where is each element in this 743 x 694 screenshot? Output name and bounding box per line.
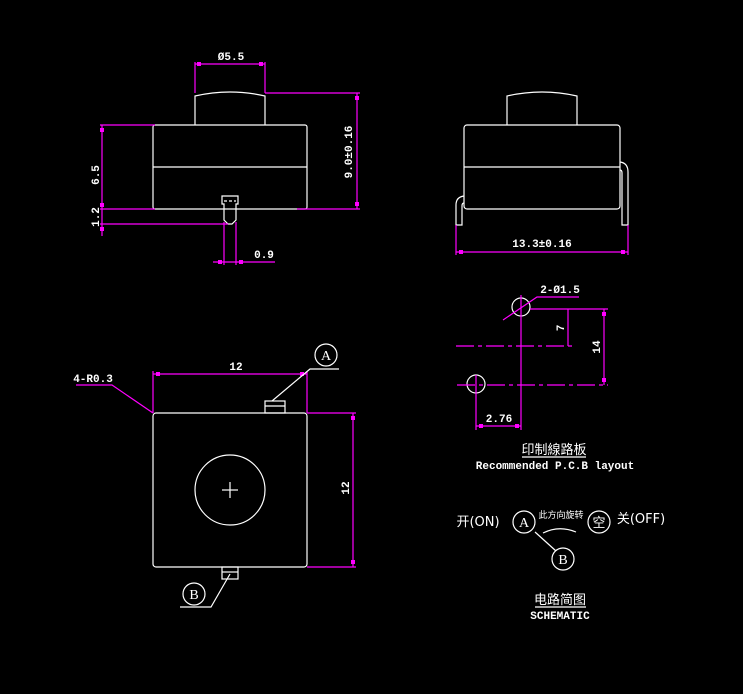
corner-radius-callout: 4-R0.3 xyxy=(73,374,154,414)
button-cap xyxy=(506,91,578,125)
pcb-title-cn: 印制線路板 xyxy=(521,442,586,458)
right-lead xyxy=(619,161,629,226)
pcb-layout: 2-Ø1.5 7 14 2.76 印制線路板 Recommended P.C.B… xyxy=(456,285,634,473)
node-b xyxy=(551,547,575,571)
node-a xyxy=(512,510,536,534)
dim-top-width: 12 xyxy=(152,362,308,413)
dim-pitch-y: 14 xyxy=(592,309,606,385)
dim-body-height: 6.5 1.2 xyxy=(91,124,228,236)
dim-label: 2.76 xyxy=(486,414,512,426)
terminal-b-callout: B xyxy=(180,573,231,608)
dim-label: 12 xyxy=(341,481,353,494)
dim-width: 13.3±0.16 xyxy=(455,225,629,255)
terminal-b-label: B xyxy=(189,588,198,603)
dim-top-height: 12 xyxy=(307,412,356,568)
terminal-b-tab xyxy=(221,566,239,580)
switch-contact-line xyxy=(534,531,557,552)
rotation-arc xyxy=(542,528,577,534)
dim-label: 6.5 xyxy=(91,165,103,185)
top-view: 12 12 4-R0.3 A B xyxy=(73,343,356,608)
button-cap xyxy=(194,91,266,125)
dim-label: 14 xyxy=(592,340,604,354)
dim-total-height: 9.0±0.16 xyxy=(265,92,360,210)
dim-label: 2-Ø1.5 xyxy=(540,285,580,297)
side-view: 13.3±0.16 xyxy=(455,91,629,255)
dim-offset-x: 2.76 xyxy=(476,414,521,428)
button-circle xyxy=(194,454,266,526)
rotation-note: 此方向旋转 xyxy=(538,509,583,521)
dim-label: 13.3±0.16 xyxy=(512,239,571,251)
dim-label: 7 xyxy=(556,325,568,332)
node-b-label: B xyxy=(558,553,567,568)
node-empty xyxy=(587,510,611,534)
dim-button-diameter: Ø5.5 xyxy=(194,52,266,93)
node-a-label: A xyxy=(519,516,530,531)
dim-offset-y: 7 xyxy=(556,309,569,346)
schematic-title-cn: 电路简图 xyxy=(534,592,586,608)
schematic-title-en: SCHEMATIC xyxy=(530,611,590,623)
dim-label: 9.0±0.16 xyxy=(344,126,356,179)
node-empty-label: 空 xyxy=(592,516,605,531)
terminal-a-label: A xyxy=(321,349,332,364)
pcb-title-en: Recommended P.C.B layout xyxy=(476,461,634,473)
schematic: 开(ON) A 此方向旋转 空 关(OFF) B 电路简图 SCHEMATIC xyxy=(456,509,665,623)
terminal-a-callout: A xyxy=(271,343,339,402)
dim-label: Ø5.5 xyxy=(218,52,245,64)
terminal-a-tab xyxy=(264,400,286,414)
left-lead xyxy=(455,195,465,226)
dim-label: 1.2 xyxy=(91,207,103,227)
dim-hole-spec: 2-Ø1.5 xyxy=(502,285,580,321)
off-label: 关(OFF) xyxy=(617,512,665,527)
front-view: Ø5.5 9.0±0.16 6.5 1.2 0.9 xyxy=(91,52,360,265)
dim-pin-width: 0.9 xyxy=(213,222,275,265)
dim-label: 0.9 xyxy=(254,250,274,262)
dim-label: 4-R0.3 xyxy=(73,374,113,386)
pin xyxy=(221,195,239,225)
on-label: 开(ON) xyxy=(456,515,499,530)
dim-label: 12 xyxy=(229,362,242,374)
